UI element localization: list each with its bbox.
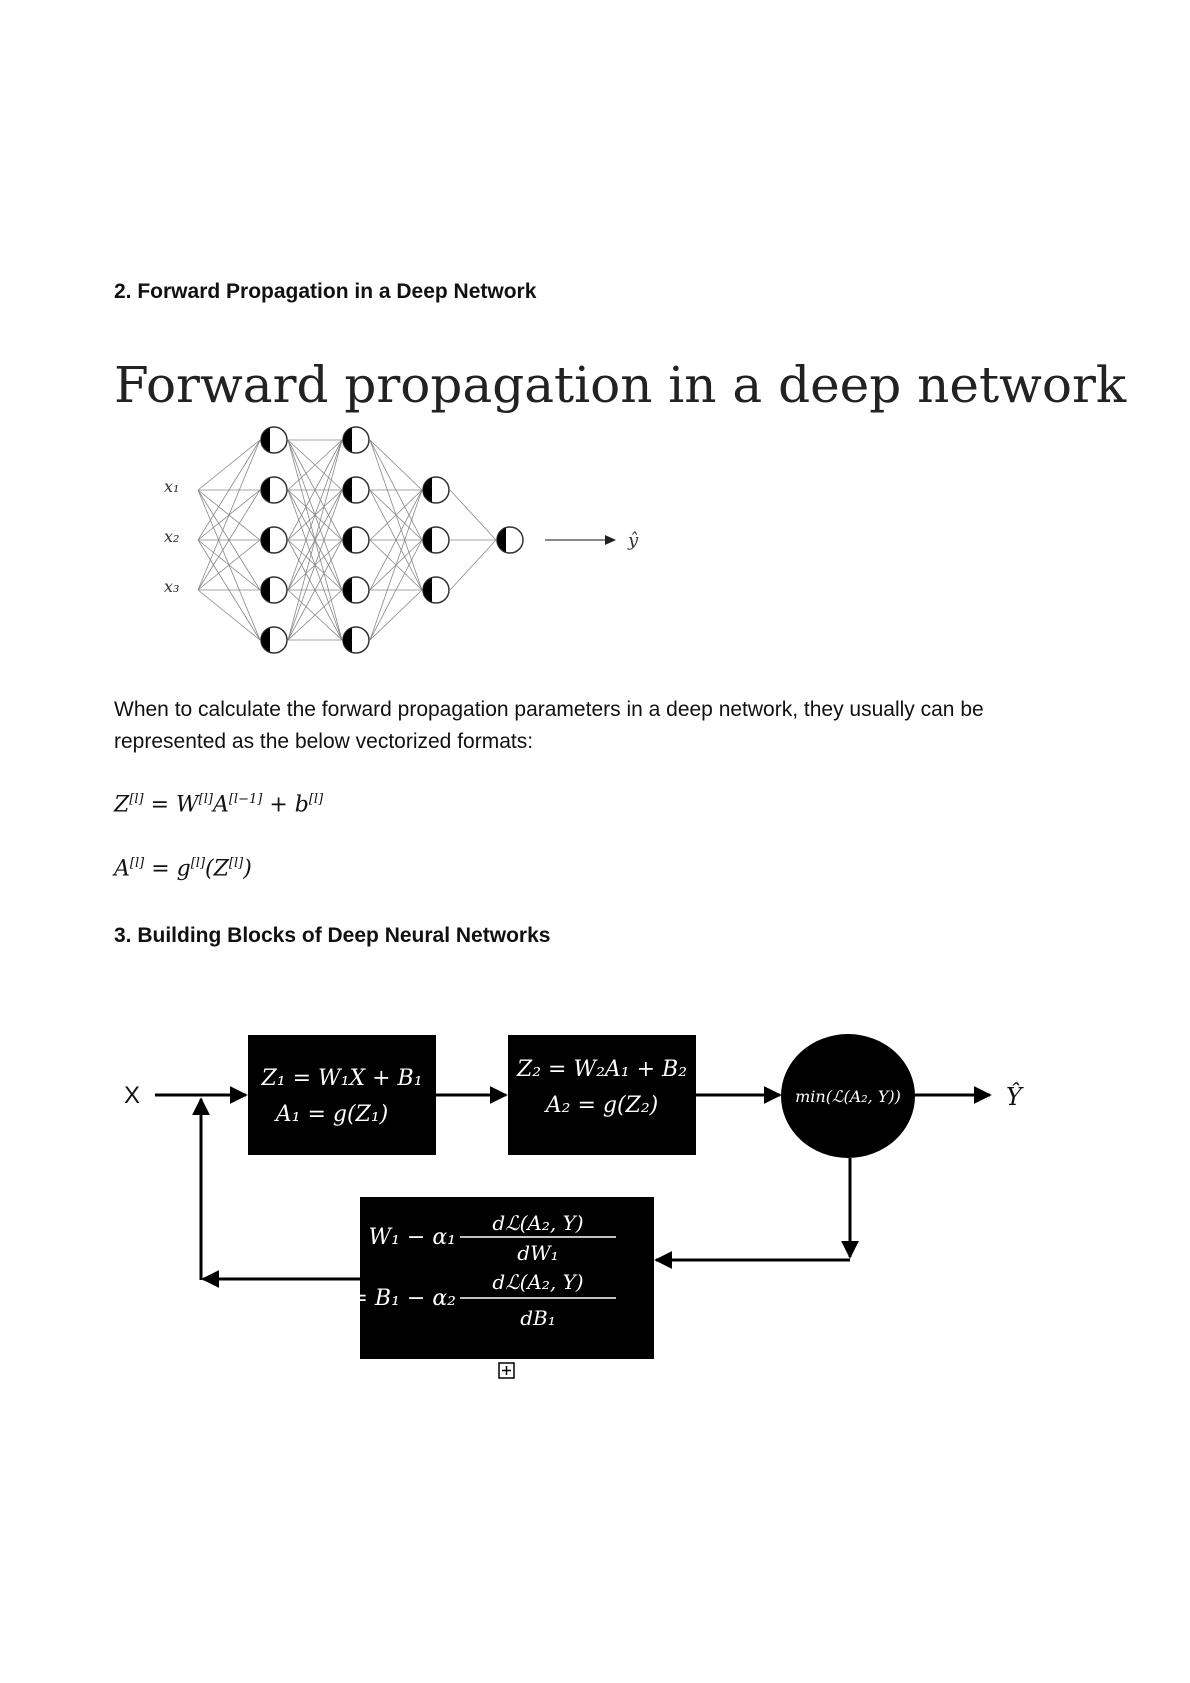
- neuron-activation-mark: [423, 478, 432, 502]
- slide-title: Forward propagation in a deep network: [114, 356, 1127, 414]
- update-b-lhs: B′₁ = B₁ − α₂: [312, 1286, 456, 1311]
- update-w-lhs: W′₁ = W₁ − α₁: [300, 1225, 456, 1250]
- forward-block-2: [508, 1035, 696, 1155]
- neuron-activation-mark: [423, 578, 432, 602]
- network-edge: [287, 589, 343, 641]
- neuron-activation-mark: [343, 428, 352, 452]
- network-edge: [369, 589, 423, 641]
- forward-block-1: [248, 1035, 436, 1155]
- update-b-numerator: dℒ(A₂, Y): [492, 1270, 583, 1294]
- neuron-activation-mark: [261, 528, 270, 552]
- block1-line1: Z₁ = W₁X + B₁: [260, 1066, 422, 1091]
- network-edge: [449, 489, 497, 541]
- update-b-denominator: dB₁: [520, 1306, 556, 1330]
- paragraph-text: When to calculate the forward propagatio…: [114, 698, 984, 753]
- neuron-activation-mark: [343, 478, 352, 502]
- equation-z: Z[l] = W[l]A[l−1] + b[l]: [114, 792, 324, 818]
- network-edge: [287, 439, 343, 491]
- equation-a: A[l] = g[l](Z[l]): [114, 856, 252, 882]
- network-edge: [287, 439, 343, 591]
- network-edge: [197, 439, 261, 591]
- expand-icon[interactable]: [498, 1362, 515, 1379]
- input-label-x: X: [124, 1082, 140, 1109]
- section-heading-forward: 2. Forward Propagation in a Deep Network: [114, 280, 537, 303]
- loss-node: [781, 1034, 915, 1158]
- section-heading-building-blocks: 3. Building Blocks of Deep Neural Networ…: [114, 924, 551, 947]
- neuron-activation-mark: [261, 428, 270, 452]
- network-edge: [287, 489, 343, 641]
- neuron-activation-mark: [343, 528, 352, 552]
- network-edge: [369, 489, 423, 541]
- building-blocks-diagram: X Z₁ = W₁X + B₁ A₁ = g(Z₁) Z₂ = W₂A₁ + B…: [124, 1034, 1024, 1379]
- neuron-activation-mark: [261, 578, 270, 602]
- block2-line1: Z₂ = W₂A₁ + B₂: [516, 1057, 687, 1082]
- network-edge: [197, 439, 261, 541]
- input-label-x2: x₂: [164, 527, 179, 546]
- network-edge: [197, 439, 261, 491]
- network-edge: [197, 539, 261, 591]
- network-edge: [287, 439, 343, 641]
- neuron-activation-mark: [261, 478, 270, 502]
- neural-network-diagram: x₁ x₂ x₃ ŷ: [164, 426, 639, 654]
- neuron-activation-mark: [497, 528, 506, 552]
- update-block: [360, 1197, 654, 1359]
- network-edges: [197, 439, 497, 641]
- block1-line2: A₁ = g(Z₁): [274, 1102, 388, 1127]
- input-label-x3: x₃: [164, 577, 179, 596]
- neuron-activation-mark: [261, 628, 270, 652]
- neuron-activation-mark: [343, 578, 352, 602]
- block2-line2: A₂ = g(Z₂): [544, 1093, 658, 1118]
- network-edge: [369, 489, 423, 591]
- output-arrow-head: [605, 535, 616, 545]
- update-w-denominator: dW₁: [517, 1241, 558, 1265]
- neuron-activation-mark: [343, 628, 352, 652]
- update-w-numerator: dℒ(A₂, Y): [492, 1211, 583, 1235]
- network-edge: [369, 539, 423, 641]
- network-edge: [449, 539, 497, 591]
- input-label-x1: x₁: [164, 477, 179, 496]
- network-edge: [197, 589, 261, 641]
- neuron-activation-mark: [423, 528, 432, 552]
- network-edge: [369, 489, 423, 641]
- network-edge: [197, 489, 261, 591]
- output-label-yhat: Ŷ: [1006, 1082, 1024, 1111]
- network-nodes: [260, 426, 524, 654]
- output-label-yhat: ŷ: [627, 530, 639, 551]
- network-edge: [287, 539, 343, 641]
- network-edge: [287, 439, 343, 541]
- loss-node-label: min(ℒ(A₂, Y)): [795, 1087, 901, 1106]
- network-edge: [369, 439, 423, 491]
